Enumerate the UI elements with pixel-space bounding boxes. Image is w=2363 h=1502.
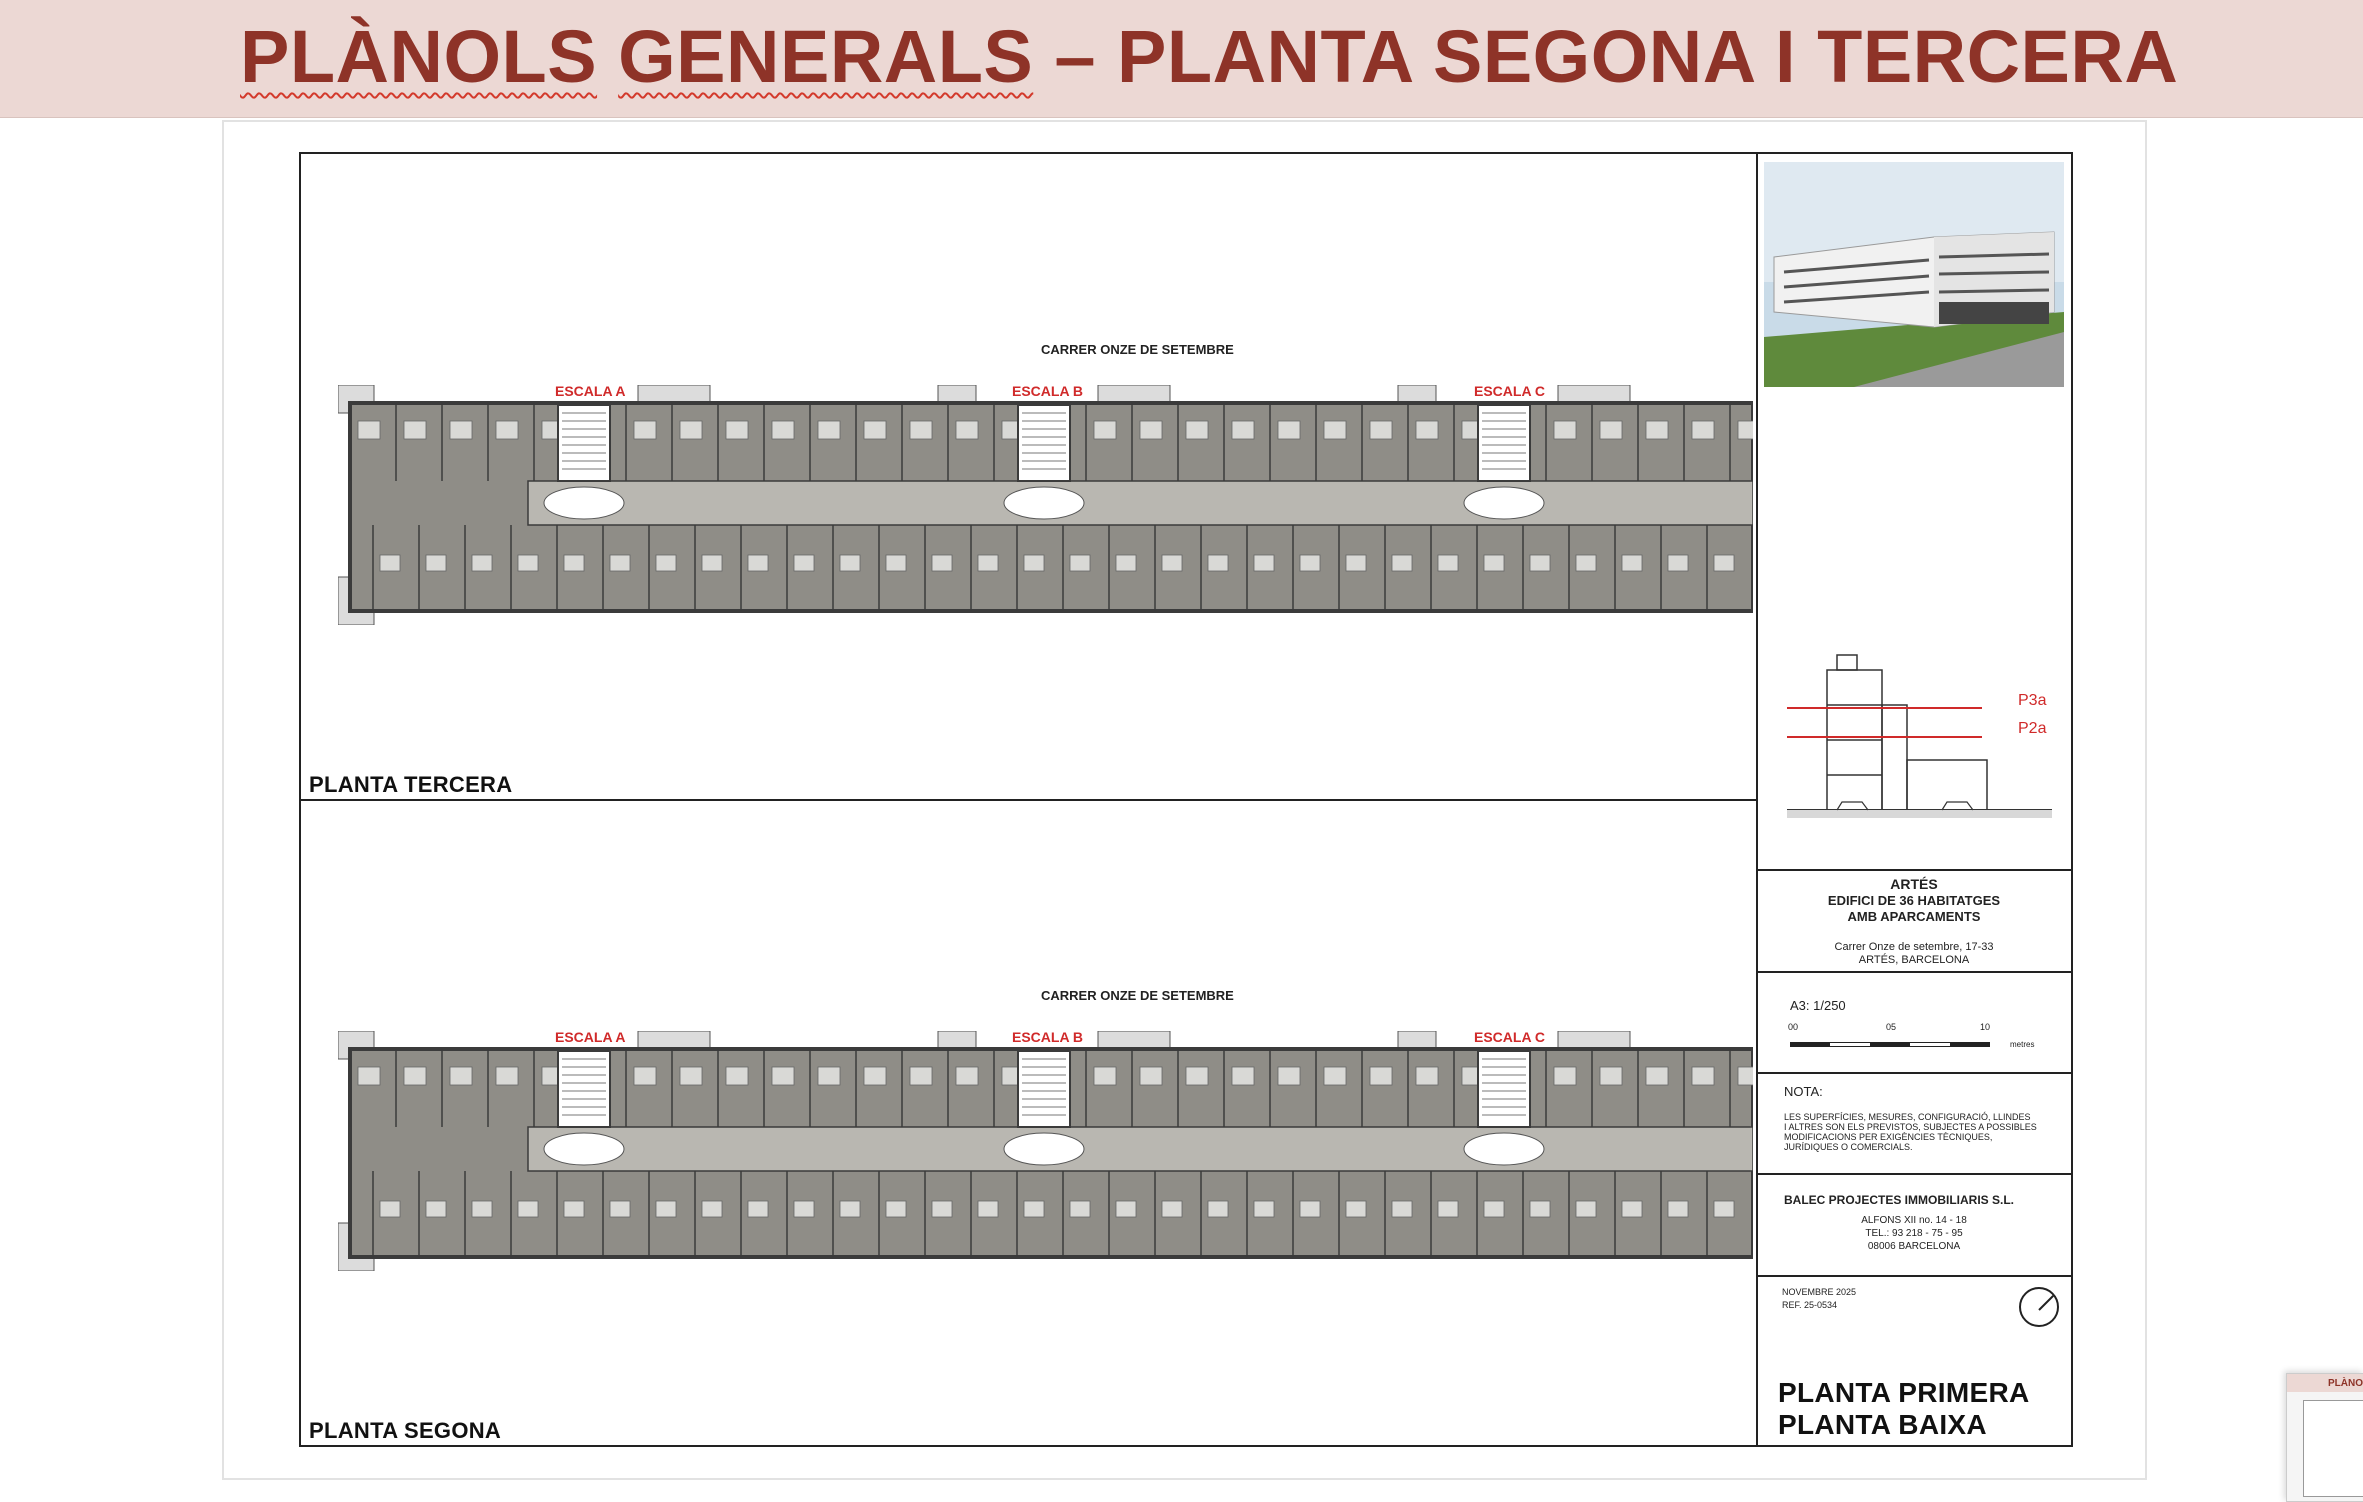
project-city: ARTÉS, BARCELONA [1858,954,1970,966]
scale-label: A3: 1/250 [1790,998,1846,1013]
project-description: EDIFICI DE 36 HABITATGES [1827,893,2001,908]
title-rest: – PLANTA SEGONA I TERCERA [1054,15,2179,98]
street-label-lower: CARRER ONZE DE SETEMBRE [1041,988,1234,1003]
note-line-4: JURÍDIQUES O COMERCIALS. [1784,1142,1913,1152]
north-arrow-icon [2019,1287,2059,1327]
tb-separator-5 [1756,1275,2073,1277]
title-block-divider [1756,152,1758,1447]
project-town: ARTÉS [1890,876,1938,892]
header-banner: PLÀNOLS GENERALS – PLANTA SEGONA I TERCE… [0,0,2363,118]
company-city: 08006 BARCELONA [1867,1241,1961,1252]
escala-b-lower: ESCALA B [1012,1029,1084,1045]
drawing-date: NOVEMBRE 2025 [1782,1287,1857,1297]
building-section-diagram: P3a P2a [1787,654,2052,818]
tb-separator-3 [1756,1072,2073,1074]
plan-label-tercera: PLANTA TERCERA [309,772,513,797]
title-word-generals: GENERALS [618,15,1034,98]
escala-c-upper: ESCALA C [1474,383,1546,399]
escala-a-lower: ESCALA A [555,1029,626,1045]
project-address: Carrer Onze de setembre, 17-33 [1834,941,1994,953]
scale-tick-10: 10 [1980,1022,1991,1032]
scale-unit: metres [2010,1040,2035,1049]
plan-label-segona: PLANTA SEGONA [309,1418,502,1443]
thumbnail-label: PLÀNO [2328,1378,2363,1389]
company-phone: TEL.: 93 218 - 75 - 95 [1865,1228,1963,1239]
note-line-1: LES SUPERFÍCIES, MESURES, CONFIGURACIÓ, … [1784,1112,2031,1122]
scale-bar [1790,1034,2030,1047]
escala-c-lower: ESCALA C [1474,1029,1546,1045]
slide-thumbnail[interactable]: PLÀNO [2286,1373,2363,1502]
floor-plan-segona [338,1031,1753,1271]
company-address: ALFONS XII no. 14 - 18 [1861,1215,1967,1226]
thumbnail-page [2303,1400,2363,1497]
scale-tick-0: 00 [1788,1022,1799,1032]
page-title: PLÀNOLS GENERALS – PLANTA SEGONA I TERCE… [240,14,2178,99]
drawing-ref: REF. 25-0534 [1782,1300,1838,1310]
plan-divider [299,799,1757,801]
scale-tick-5: 05 [1886,1022,1897,1032]
note-line-2: I ALTRES SON ELS PREVISTOS, SUBJECTES A … [1784,1122,2037,1132]
street-label-upper: CARRER ONZE DE SETEMBRE [1041,342,1234,357]
tb-separator-1 [1756,869,2073,871]
thumbnail-header: PLÀNO [2287,1374,2363,1392]
project-description-2: AMB APARCAMENTS [1847,909,1981,924]
escala-b-upper: ESCALA B [1012,383,1084,399]
title-word-planols: PLÀNOLS [240,15,598,98]
sheet-title-2: PLANTA BAIXA [1778,1409,1987,1440]
level-p3a: P3a [2018,692,2047,709]
note-line-3: MODIFICACIONS PER EXIGÈNCIES TÈCNIQUES, [1784,1132,1993,1142]
tb-separator-4 [1756,1173,2073,1175]
escala-a-upper: ESCALA A [555,383,626,399]
sheet-title-1: PLANTA PRIMERA [1778,1377,2030,1408]
floor-plan-tercera [338,385,1753,625]
tb-separator-2 [1756,971,2073,973]
level-p2a: P2a [2018,720,2047,737]
note-title: NOTA: [1784,1084,1823,1099]
company-name: BALEC PROJECTES IMMOBILIARIS S.L. [1784,1193,2015,1207]
building-render-image [1764,162,2064,387]
